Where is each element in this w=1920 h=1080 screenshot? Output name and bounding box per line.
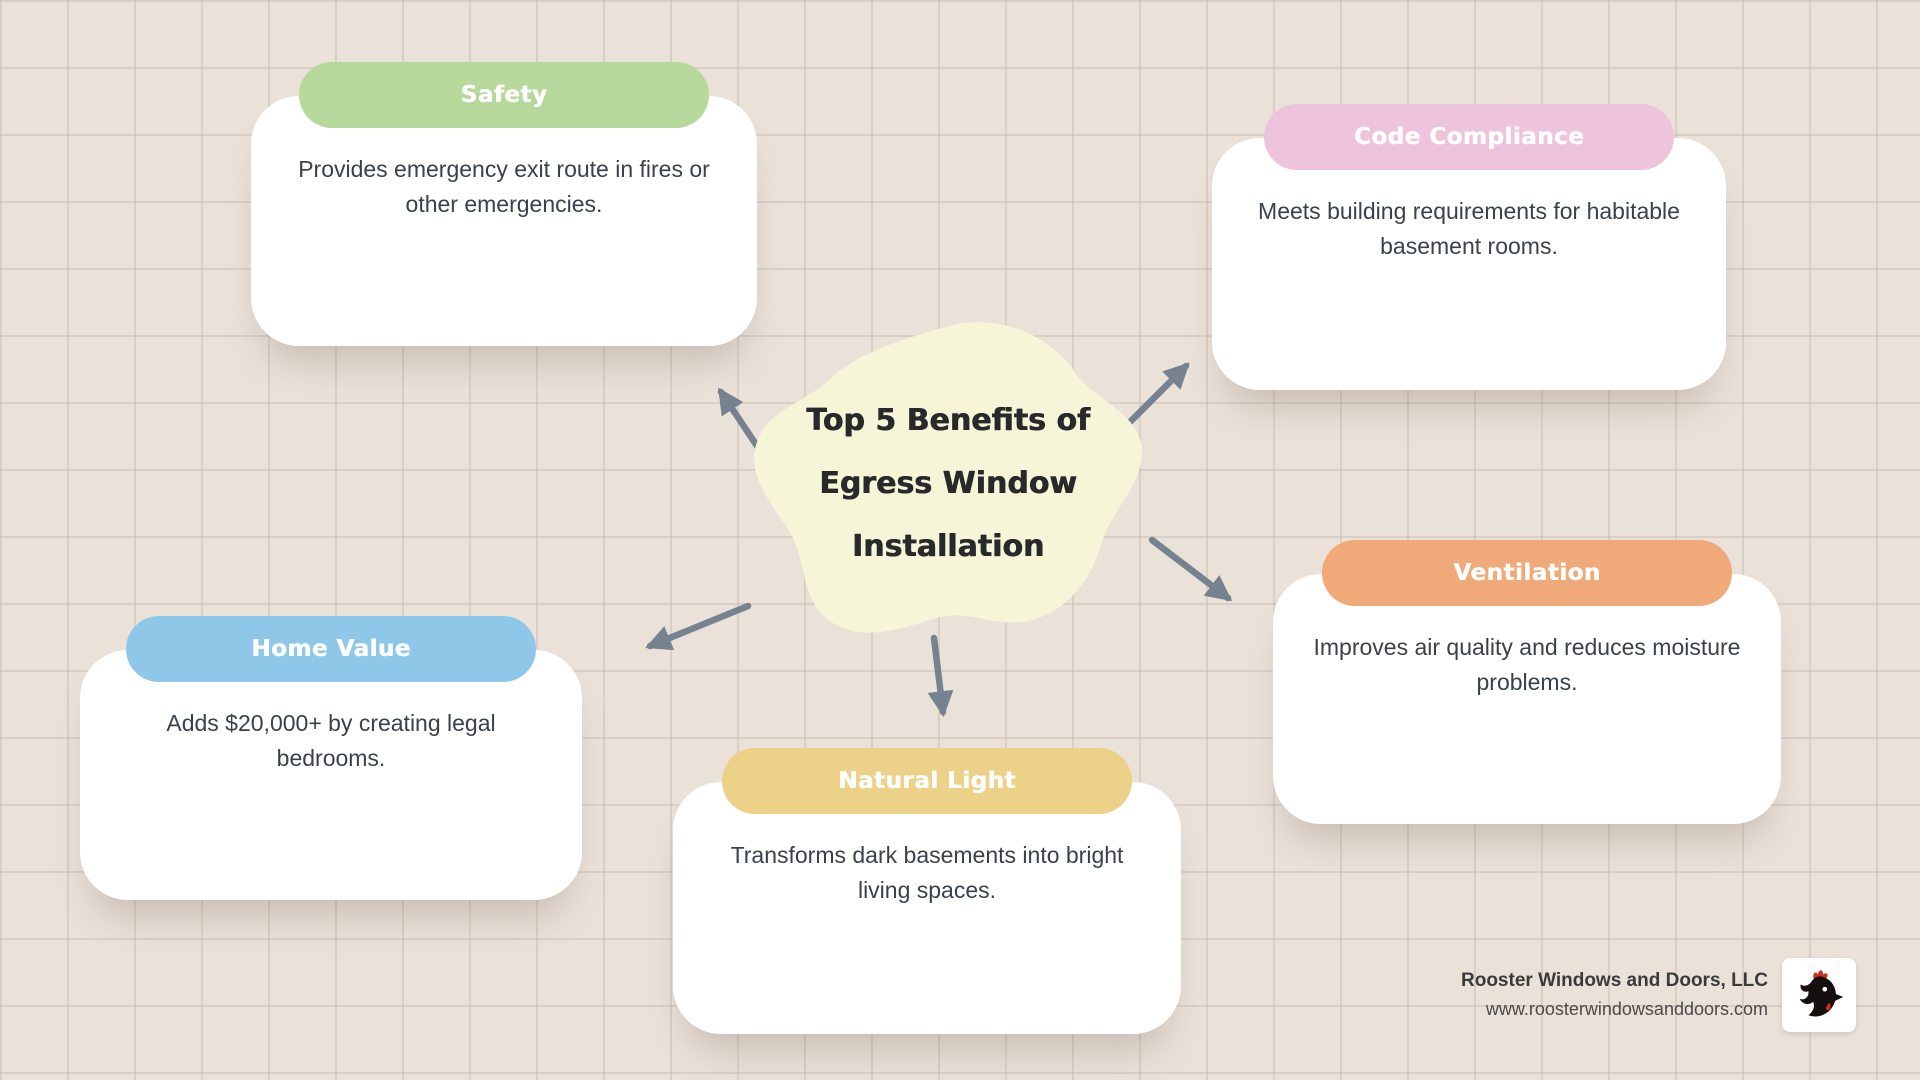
footer-website: www.roosterwindowsanddoors.com (1485, 999, 1768, 1019)
rooster-logo-icon (1799, 970, 1844, 1017)
center-title-line-1: Top 5 Benefits of (806, 402, 1090, 438)
footer-branding: Rooster Windows and Doors, LLC www.roost… (1461, 958, 1856, 1032)
card-home-value: Home Value Adds $20,000+ by creating leg… (80, 616, 582, 900)
card-natural-light: Natural Light Transforms dark basements … (673, 748, 1181, 1034)
footer-text: Rooster Windows and Doors, LLC www.roost… (1461, 970, 1768, 1020)
card-code-compliance-header: Code Compliance (1264, 104, 1674, 170)
company-logo (1782, 958, 1856, 1032)
card-ventilation-header: Ventilation (1322, 540, 1732, 606)
arrow-to-natural-light (927, 634, 954, 718)
footer-company: Rooster Windows and Doors, LLC (1461, 970, 1768, 991)
card-home-value-header: Home Value (126, 616, 536, 682)
center-title-line-2: Egress Window (819, 465, 1077, 501)
card-safety: Safety Provides emergency exit route in … (251, 62, 757, 346)
card-code-compliance-text: Meets building requirements for habitabl… (1258, 198, 1680, 259)
card-home-value-text: Adds $20,000+ by creating legal bedrooms… (166, 710, 496, 771)
arrow-to-ventilation (1148, 536, 1233, 602)
center-title: Top 5 Benefits of Egress Window Installa… (752, 318, 1144, 648)
card-ventilation: Ventilation Improves air quality and red… (1273, 540, 1781, 824)
card-code-compliance: Code Compliance Meets building requireme… (1212, 104, 1726, 390)
arrow-to-home-value (645, 602, 752, 651)
card-safety-text: Provides emergency exit route in fires o… (298, 156, 710, 217)
center-topic: Top 5 Benefits of Egress Window Installa… (752, 318, 1144, 648)
card-safety-header: Safety (299, 62, 709, 128)
center-title-line-3: Installation (851, 528, 1045, 564)
center-blob-shape (754, 322, 1143, 633)
card-natural-light-text: Transforms dark basements into bright li… (730, 842, 1124, 903)
card-natural-light-header: Natural Light (722, 748, 1132, 814)
card-ventilation-text: Improves air quality and reduces moistur… (1313, 634, 1741, 695)
